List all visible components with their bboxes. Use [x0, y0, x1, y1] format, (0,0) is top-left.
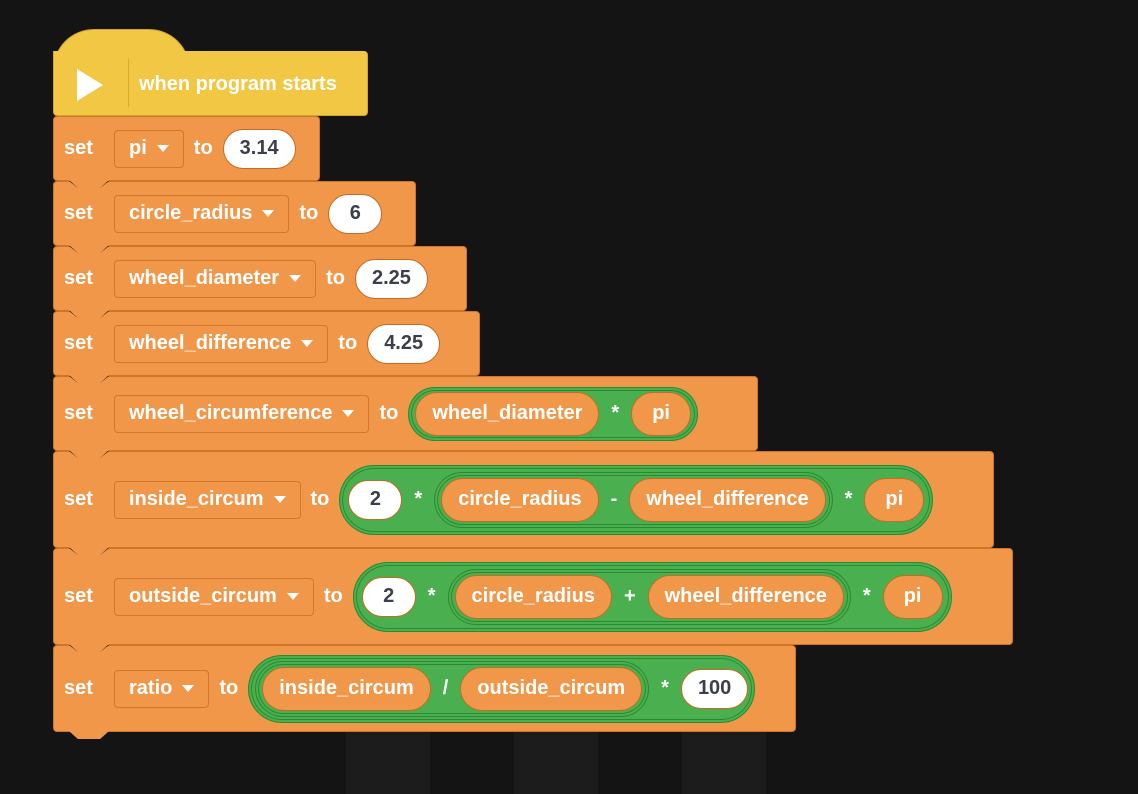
multiply-symbol: * — [611, 402, 620, 424]
set-keyword: set — [64, 267, 93, 289]
add-operator-block[interactable]: circle_radius + wheel_difference — [447, 568, 851, 625]
set-keyword: set — [64, 677, 93, 699]
number-input[interactable]: 100 — [680, 668, 749, 709]
set-variable-block[interactable]: set inside_circum to 2 * circle_radius -… — [53, 451, 994, 555]
multiply-symbol: * — [661, 677, 669, 699]
variable-dropdown[interactable]: outside_circum — [114, 577, 314, 616]
background-column — [514, 732, 598, 794]
multiply-operator-block[interactable]: wheel_diameter * pi — [408, 386, 698, 441]
to-keyword: to — [338, 332, 358, 354]
set-variable-block[interactable]: set circle_radius to 6 — [53, 181, 416, 253]
chevron-down-icon — [286, 593, 299, 600]
chevron-down-icon — [182, 685, 195, 692]
when-program-starts-block[interactable]: when program starts — [53, 29, 368, 124]
set-keyword: set — [64, 402, 93, 424]
variable-dropdown[interactable]: pi — [114, 129, 184, 168]
variable-reporter[interactable]: pi — [864, 477, 925, 522]
chevron-down-icon — [289, 275, 302, 282]
variable-dropdown[interactable]: wheel_diameter — [114, 259, 317, 298]
chevron-down-icon — [156, 145, 169, 152]
to-keyword: to — [379, 402, 399, 424]
hat-label: when program starts — [139, 73, 337, 95]
chevron-down-icon — [301, 340, 314, 347]
set-variable-block[interactable]: set pi to 3.14 — [53, 116, 320, 188]
variable-reporter[interactable]: pi — [631, 391, 691, 436]
variable-dropdown[interactable]: wheel_circumference — [114, 394, 370, 433]
variable-reporter[interactable]: wheel_difference — [647, 574, 844, 619]
chevron-down-icon — [273, 496, 286, 503]
minus-symbol: - — [610, 488, 618, 510]
to-keyword: to — [323, 585, 343, 607]
multiply-symbol: * — [414, 488, 423, 510]
set-variable-block[interactable]: set wheel_diameter to 2.25 — [53, 246, 467, 318]
plus-symbol: + — [623, 585, 636, 607]
variable-dropdown[interactable]: circle_radius — [114, 194, 290, 233]
set-variable-block[interactable]: set ratio to inside_circum / outside_cir… — [53, 645, 796, 739]
multiply-operator-block[interactable]: inside_circum / outside_circum * 100 — [248, 654, 756, 723]
number-input[interactable]: 2.25 — [354, 258, 428, 299]
variable-dropdown[interactable]: ratio — [114, 669, 210, 708]
chevron-down-icon — [342, 410, 355, 417]
number-input[interactable]: 3.14 — [222, 128, 296, 169]
number-input[interactable]: 2 — [361, 576, 416, 617]
to-keyword: to — [299, 202, 319, 224]
variable-reporter[interactable]: inside_circum — [262, 666, 431, 711]
set-keyword: set — [64, 202, 93, 224]
multiply-symbol: * — [862, 585, 871, 607]
to-keyword: to — [219, 677, 239, 699]
variable-reporter[interactable]: wheel_difference — [629, 477, 826, 522]
subtract-operator-block[interactable]: circle_radius - wheel_difference — [434, 471, 833, 528]
multiply-operator-block[interactable]: 2 * circle_radius + wheel_difference * p… — [352, 561, 952, 632]
to-keyword: to — [326, 267, 345, 289]
variable-reporter[interactable]: pi — [882, 574, 943, 619]
set-keyword: set — [64, 137, 93, 159]
set-variable-block[interactable]: set outside_circum to 2 * circle_radius … — [53, 548, 1013, 652]
set-variable-block[interactable]: set wheel_difference to 4.25 — [53, 311, 480, 383]
divide-operator-block[interactable]: inside_circum / outside_circum — [255, 660, 650, 717]
number-input[interactable]: 4.25 — [367, 323, 441, 364]
multiply-operator-block[interactable]: 2 * circle_radius - wheel_difference * p… — [339, 464, 934, 535]
to-keyword: to — [310, 488, 330, 510]
variable-reporter[interactable]: outside_circum — [460, 666, 643, 711]
variable-reporter[interactable]: circle_radius — [454, 574, 612, 619]
multiply-symbol: * — [427, 585, 436, 607]
set-keyword: set — [64, 585, 93, 607]
background-column — [346, 732, 430, 794]
variable-dropdown[interactable]: inside_circum — [114, 480, 301, 519]
set-keyword: set — [64, 488, 93, 510]
variable-reporter[interactable]: wheel_diameter — [415, 391, 600, 436]
set-variable-block[interactable]: set wheel_circumference to wheel_diamete… — [53, 376, 758, 458]
chevron-down-icon — [262, 210, 275, 217]
number-input[interactable]: 6 — [328, 193, 383, 234]
number-input[interactable]: 2 — [348, 479, 403, 520]
divide-symbol: / — [442, 677, 449, 699]
variable-dropdown[interactable]: wheel_difference — [114, 324, 329, 363]
variable-reporter[interactable]: circle_radius — [441, 477, 599, 522]
to-keyword: to — [193, 137, 213, 159]
multiply-symbol: * — [844, 488, 853, 510]
background-column — [682, 732, 766, 794]
set-keyword: set — [64, 332, 93, 354]
play-icon — [77, 69, 103, 101]
